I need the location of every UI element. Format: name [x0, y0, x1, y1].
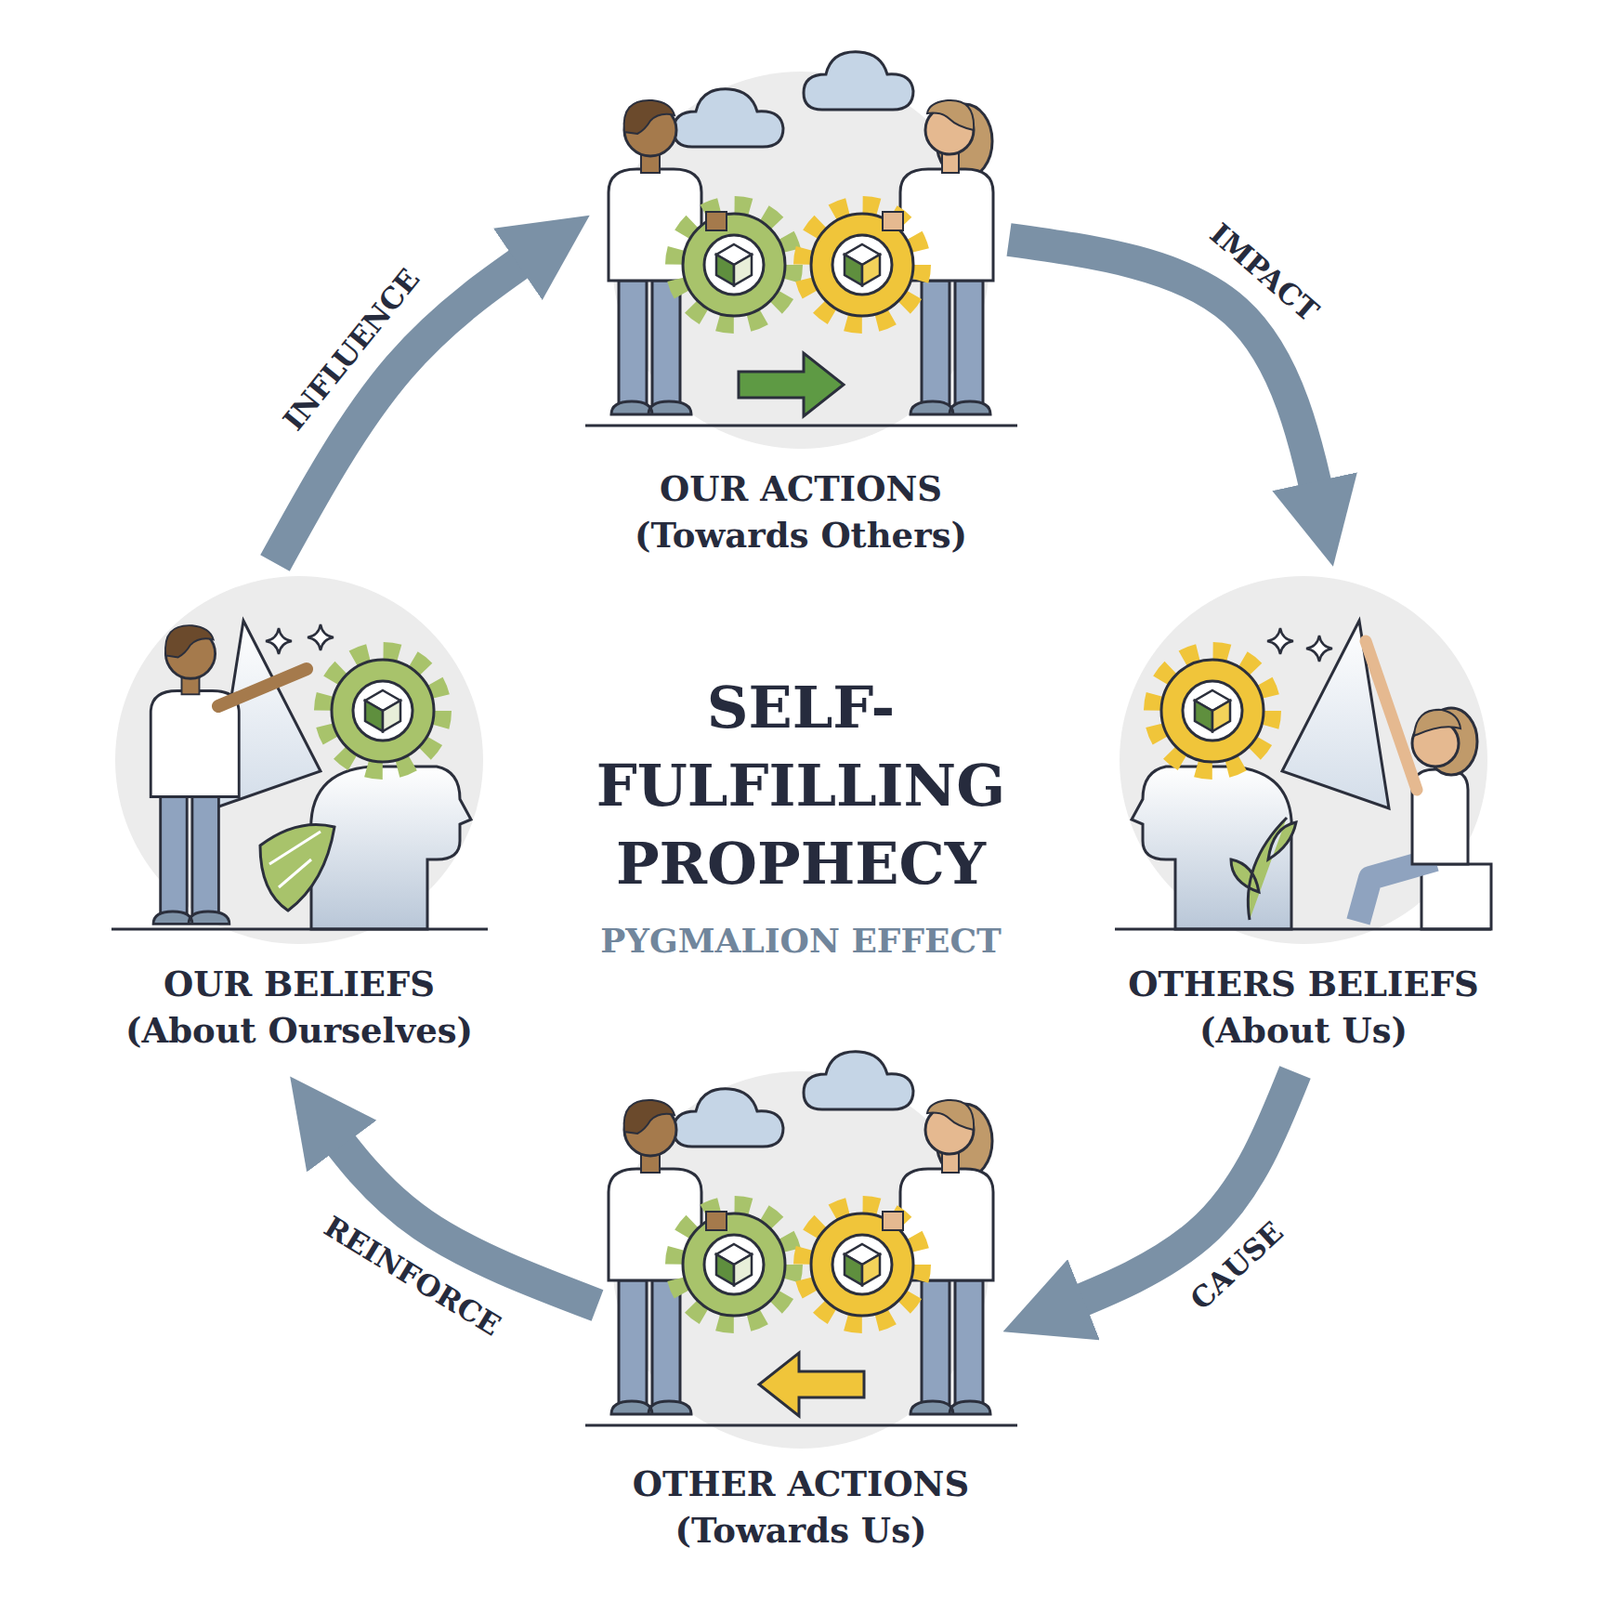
- others-beliefs-scene: [1114, 576, 1492, 944]
- diagram-title: SELF- FULFILLING PROPHECY: [531, 668, 1071, 904]
- beliefs-scene: [111, 576, 488, 944]
- stage-node: OUR BELIEFS(About Ourselves): [108, 576, 490, 1060]
- stage-label: OTHER ACTIONS: [632, 1460, 970, 1507]
- stage-label: (About Ourselves): [125, 1007, 473, 1054]
- stage-label: OTHERS BELIEFS: [1127, 960, 1479, 1008]
- stage-node: OTHERS BELIEFS(About Us): [1113, 576, 1494, 1060]
- edge-label: IMPACT: [1204, 216, 1326, 328]
- stage-label: OUR ACTIONS: [659, 465, 943, 512]
- stage-label: (Towards Us): [675, 1506, 928, 1554]
- stage-label: OUR BELIEFS: [163, 960, 435, 1008]
- green-arrow: [738, 353, 844, 417]
- stage-node: OUR ACTIONS(Towards Others): [605, 71, 996, 564]
- cycle-arrow: [315, 1111, 598, 1306]
- yellow-arrow: [759, 1352, 865, 1416]
- stage-label: (Towards Others): [634, 511, 968, 559]
- cycle-arrow: [275, 239, 554, 564]
- cycle-arrow: [1043, 1072, 1296, 1316]
- subtitle: PYGMALION EFFECT: [600, 920, 1002, 960]
- edge-label: REINFORCE: [318, 1208, 507, 1342]
- stage-node: OTHER ACTIONS(Towards Us): [610, 1075, 992, 1559]
- other-actions-scene: [585, 1051, 1018, 1449]
- stage-label: (About Us): [1199, 1007, 1408, 1054]
- edge-label: CAUSE: [1184, 1214, 1291, 1316]
- edge-label: INFLUENCE: [276, 261, 427, 437]
- actions-scene: [585, 52, 1018, 449]
